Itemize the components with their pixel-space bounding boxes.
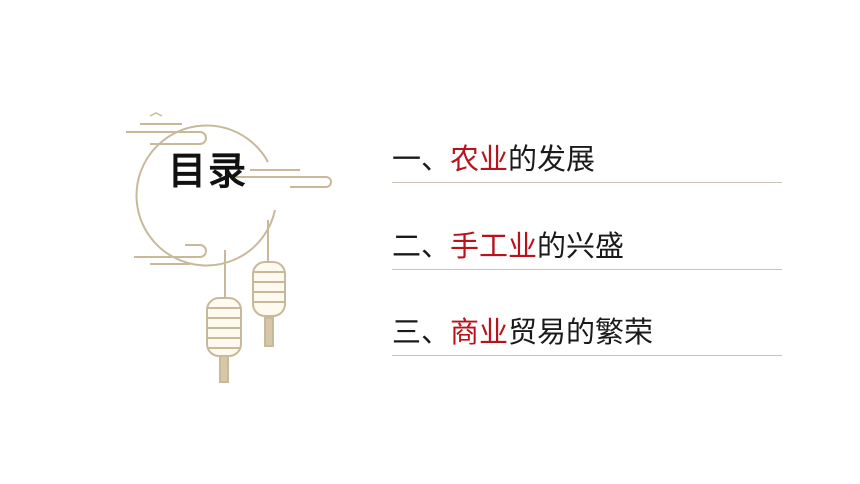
- toc-item-highlight: 农业: [450, 142, 509, 176]
- lantern-icon: [206, 297, 242, 383]
- toc-item-highlight: 商业: [450, 315, 509, 349]
- toc-item-1[interactable]: 一、农业的发展: [392, 142, 782, 183]
- toc-item-3[interactable]: 三、商业贸易的繁荣: [392, 315, 782, 356]
- page-title: 目录: [168, 149, 249, 193]
- toc-item-rest: 的发展: [508, 142, 596, 176]
- toc-item-rest: 的兴盛: [537, 229, 625, 263]
- toc-item-highlight: 手工业: [450, 229, 538, 263]
- toc-item-prefix: 一、: [392, 142, 451, 176]
- toc-item-prefix: 二、: [392, 229, 451, 263]
- lantern-icon: [252, 261, 286, 347]
- toc-item-rest: 贸易的繁荣: [508, 315, 654, 349]
- toc-item-prefix: 三、: [392, 315, 451, 349]
- toc-item-2[interactable]: 二、手工业的兴盛: [392, 229, 782, 270]
